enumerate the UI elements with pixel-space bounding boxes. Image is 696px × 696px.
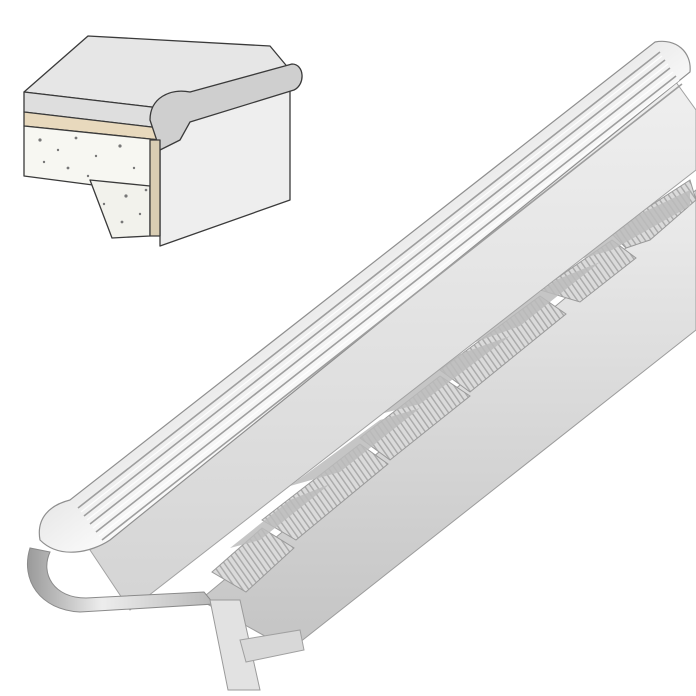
groove-highlights: [80, 55, 680, 537]
inset-concrete-lower: [89, 179, 151, 239]
curled-lip: [26, 547, 216, 613]
nosing-profile: [26, 40, 696, 691]
vertical-leg: [209, 599, 261, 691]
base-strip: [239, 629, 305, 663]
inset-concrete-speckles: [38, 136, 148, 224]
inset-nosing: [149, 63, 303, 151]
installation-inset: [23, 35, 303, 247]
inset-nosing-leg: [149, 139, 161, 237]
grip-grooves: [77, 51, 683, 541]
